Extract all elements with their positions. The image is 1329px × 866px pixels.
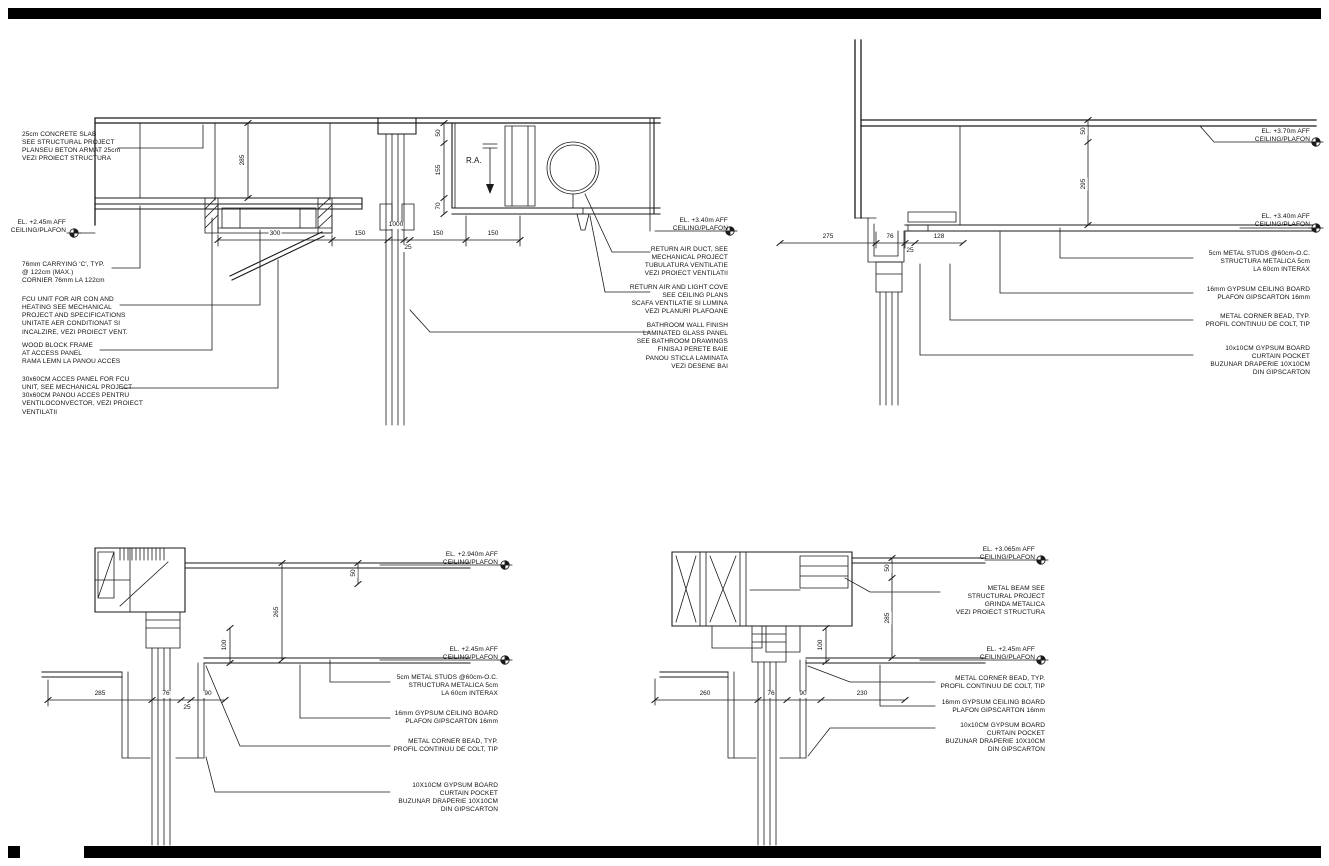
tr-elevation-mid-label: EL. +3.40m AFF CEILING/PLAFON bbox=[1254, 213, 1310, 229]
linework-root bbox=[41, 39, 1324, 846]
detail-tr-lines bbox=[776, 39, 1317, 406]
bl-dim-50: 50 bbox=[349, 568, 358, 578]
bl-dim-25: 25 bbox=[182, 704, 192, 712]
tl-dim-300: 300 bbox=[268, 230, 282, 238]
bl-note-metal-studs: 5cm METAL STUDS @60cm-O.C. STRUCTURA MET… bbox=[396, 674, 498, 698]
tl-note-fcu-unit: FCU UNIT FOR AIR CON AND HEATING SEE MEC… bbox=[22, 296, 128, 336]
br-note-metal-beam: METAL BEAM SEE STRUCTURAL PROJECT GRINDA… bbox=[955, 585, 1045, 617]
tl-dim-150a: 150 bbox=[353, 230, 367, 238]
tr-dim-50: 50 bbox=[1079, 126, 1088, 136]
bl-note-corner-bead: METAL CORNER BEAD, TYP. PROFIL CONTINUU … bbox=[393, 738, 498, 754]
tl-return-air-label: R.A. bbox=[466, 156, 482, 165]
tr-elevation-top-label: EL. +3.70m AFF CEILING/PLAFON bbox=[1254, 128, 1310, 144]
sheet-bottom-border-bar bbox=[84, 846, 1321, 858]
tl-note-carrying-channel: 76mm CARRYING 'C', TYP. @ 122cm (MAX.) C… bbox=[22, 261, 105, 285]
br-note-corner-bead: METAL CORNER BEAD, TYP. PROFIL CONTINUU … bbox=[940, 675, 1045, 691]
tr-dim-25: 25 bbox=[905, 247, 915, 255]
detail-bl-lines bbox=[41, 547, 499, 846]
bl-dim-285: 285 bbox=[93, 690, 107, 698]
br-elevation-mid-label: EL. +2.45m AFF CEILING/PLAFON bbox=[979, 646, 1035, 662]
tl-dim-155: 155 bbox=[434, 163, 443, 177]
detail-br-lines bbox=[651, 551, 1036, 846]
tr-note-metal-studs: 5cm METAL STUDS @60cm-O.C. STRUCTURA MET… bbox=[1208, 250, 1310, 274]
tl-elevation-right-label: EL. +3.40m AFF CEILING/PLAFON bbox=[672, 217, 728, 233]
bl-elevation-mid-label: EL. +2.45m AFF CEILING/PLAFON bbox=[442, 646, 498, 662]
detail-tl-lines bbox=[79, 117, 725, 426]
bl-dim-76: 76 bbox=[161, 690, 171, 698]
br-dim-100: 100 bbox=[816, 638, 825, 652]
tl-note-return-air-duct: RETURN AIR DUCT, SEE MECHANICAL PROJECT … bbox=[644, 246, 728, 278]
br-dim-90: 90 bbox=[798, 690, 808, 698]
tl-dim-150b: 150 bbox=[431, 230, 445, 238]
tr-note-gypsum-board: 16mm GYPSUM CEILING BOARD PLAFON GIPSCAR… bbox=[1206, 286, 1310, 302]
sheet-top-border-bar bbox=[8, 8, 1321, 19]
tr-note-curtain-pocket: 10x10CM GYPSUM BOARD CURTAIN POCKET BUZU… bbox=[1210, 345, 1310, 377]
tl-dim-1000: 1000 bbox=[387, 221, 405, 229]
br-dim-285: 285 bbox=[883, 611, 892, 625]
tr-dim-76: 76 bbox=[885, 233, 895, 241]
tl-dim-70: 70 bbox=[434, 201, 443, 211]
tr-note-corner-bead: METAL CORNER BEAD, TYP. PROFIL CONTINUU … bbox=[1205, 313, 1310, 329]
tl-note-access-panel: 30x60CM ACCES PANEL FOR FCU UNIT, SEE ME… bbox=[22, 376, 143, 416]
tl-note-light-cove: RETURN AIR AND LIGHT COVE SEE CEILING PL… bbox=[629, 284, 728, 316]
bl-dim-100: 100 bbox=[220, 638, 229, 652]
br-dim-260: 260 bbox=[698, 690, 712, 698]
br-dim-50: 50 bbox=[883, 563, 892, 573]
tl-note-wood-block: WOOD BLOCK FRAME AT ACCESS PANEL RAMA LE… bbox=[22, 342, 121, 366]
br-note-gypsum-board: 16mm GYPSUM CEILING BOARD PLAFON GIPSCAR… bbox=[941, 699, 1045, 715]
br-elevation-top-label: EL. +3.065m AFF CEILING/PLAFON bbox=[979, 546, 1035, 562]
tl-dim-150c: 150 bbox=[486, 230, 500, 238]
bl-note-curtain-pocket: 10X10CM GYPSUM BOARD CURTAIN POCKET BUZU… bbox=[398, 782, 498, 814]
br-dim-76: 76 bbox=[766, 690, 776, 698]
bl-elevation-top-label: EL. +2.940m AFF CEILING/PLAFON bbox=[442, 551, 498, 567]
tl-note-bathroom-wall: BATHROOM WALL FINISH LAMINATED GLASS PAN… bbox=[636, 322, 728, 370]
bl-dim-90: 90 bbox=[203, 690, 213, 698]
tl-dim-50: 50 bbox=[434, 128, 443, 138]
bl-dim-265: 265 bbox=[272, 605, 281, 619]
tl-note-concrete-slab: 25cm CONCRETE SLAB SEE STRUCTURAL PROJEC… bbox=[22, 131, 121, 163]
bl-note-gypsum-board: 16mm GYPSUM CEILING BOARD PLAFON GIPSCAR… bbox=[394, 710, 498, 726]
tl-dim-285: 285 bbox=[238, 153, 247, 167]
sheet-bottom-corner-mark bbox=[8, 846, 20, 858]
br-note-curtain-pocket: 10x10CM GYPSUM BOARD CURTAIN POCKET BUZU… bbox=[945, 722, 1045, 754]
tr-dim-128: 128 bbox=[932, 233, 946, 241]
tr-dim-275: 275 bbox=[821, 233, 835, 241]
tr-dim-295: 295 bbox=[1079, 177, 1088, 191]
tl-elevation-left-label: EL. +2.45m AFF CEILING/PLAFON bbox=[10, 219, 66, 235]
tl-dim-25: 25 bbox=[403, 244, 413, 252]
br-dim-230: 230 bbox=[855, 690, 869, 698]
